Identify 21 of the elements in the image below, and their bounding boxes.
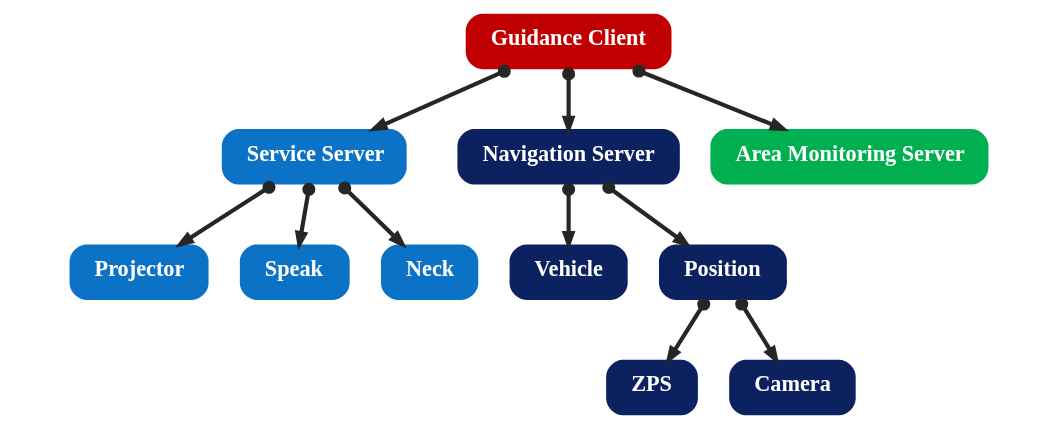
arrow	[368, 64, 511, 132]
arrow	[294, 182, 316, 251]
node-box: Speak	[239, 244, 350, 300]
node-box: Navigation Server	[457, 129, 680, 185]
arrow	[602, 180, 692, 248]
node-box: Projector	[69, 244, 209, 300]
arrow	[561, 67, 576, 136]
node-box: Position	[659, 244, 787, 300]
arrow	[338, 181, 407, 249]
arrow	[174, 180, 276, 248]
node-box: Camera	[729, 359, 856, 416]
arrow	[632, 64, 790, 132]
node-box: ZPS	[606, 359, 698, 416]
node-box: Area Monitoring Server	[710, 129, 989, 185]
arrow	[665, 297, 711, 366]
arrow	[561, 182, 576, 251]
node-box: Vehicle	[509, 244, 628, 300]
node-box: Neck	[380, 244, 479, 300]
node-box: Guidance Client	[465, 13, 672, 70]
node-box: Service Server	[221, 129, 407, 185]
arrow	[735, 297, 780, 366]
